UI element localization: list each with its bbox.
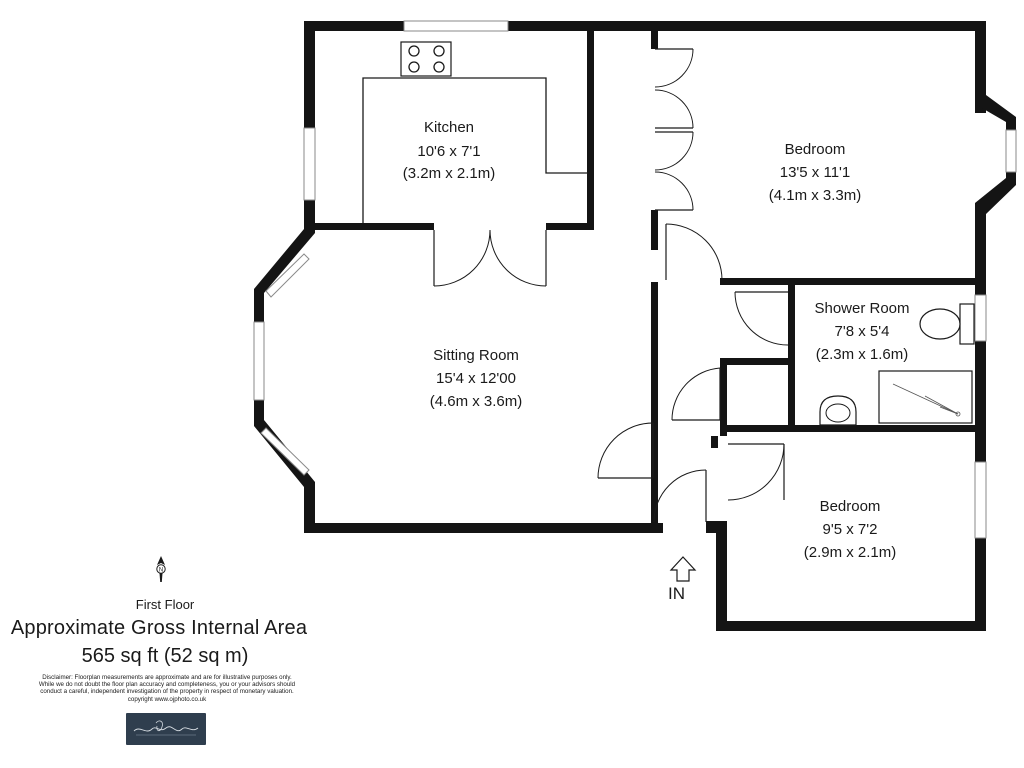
sitting-room-metric: (4.6m x 3.6m) (430, 393, 523, 410)
room-label-bedroom-second: Bedroom 9'5 x 7'2 (2.9m x 2.1m) (804, 498, 897, 561)
entrance-arrow-icon (669, 556, 697, 582)
floor-label: First Floor (135, 597, 195, 612)
sitting-room-imperial: 15'4 x 12'00 (436, 370, 516, 387)
disclaimer-line: conduct a careful, independent investiga… (40, 688, 294, 696)
bathroom-fittings (819, 303, 975, 426)
disclaimer-line: While we do not doubt the floor plan acc… (38, 681, 296, 689)
bedroom-main-name: Bedroom (785, 141, 846, 158)
interior-walls (304, 31, 978, 527)
compass-letter: N (159, 567, 163, 573)
kitchen-imperial: 10'6 x 7'1 (417, 143, 480, 160)
compass-icon: N (156, 556, 166, 582)
room-label-sitting: Sitting Room 15'4 x 12'00 (4.6m x 3.6m) (430, 347, 523, 410)
room-label-bedroom-main: Bedroom 13'5 x 11'1 (4.1m x 3.3m) (769, 141, 862, 204)
bedroom-main-metric: (4.1m x 3.3m) (769, 187, 862, 204)
disclaimer-line: copyright www.ojphoto.co.uk (127, 695, 207, 703)
area-value: 565 sq ft (52 sq m) (81, 645, 249, 667)
bedroom-second-imperial: 9'5 x 7'2 (823, 521, 878, 538)
kitchen-name: Kitchen (424, 119, 474, 136)
shower-tray-icon (878, 370, 973, 424)
disclaimer-line: Disclaimer: Floorplan measurements are a… (42, 674, 292, 681)
shower-room-imperial: 7'8 x 5'4 (835, 323, 890, 340)
room-label-kitchen: Kitchen 10'6 x 7'1 (3.2m x 2.1m) (403, 119, 496, 182)
entrance-label: IN (668, 584, 685, 603)
basin-icon (819, 395, 857, 426)
exterior-walls (254, 21, 1016, 631)
bedroom-main-imperial: 13'5 x 11'1 (780, 164, 851, 181)
shower-room-name: Shower Room (814, 300, 909, 317)
windows (253, 20, 1017, 539)
company-logo (126, 713, 206, 745)
disclaimer: Disclaimer: Floorplan measurements are a… (12, 674, 322, 703)
bedroom-second-metric: (2.9m x 2.1m) (804, 544, 897, 561)
bedroom-second-name: Bedroom (820, 498, 881, 515)
doors (433, 48, 789, 523)
hob-icon (400, 41, 452, 77)
toilet-icon (919, 303, 975, 345)
kitchen-fittings (362, 41, 588, 223)
kitchen-metric: (3.2m x 2.1m) (403, 165, 496, 182)
area-title: Approximate Gross Internal Area (10, 617, 308, 639)
sitting-room-name: Sitting Room (433, 347, 519, 364)
shower-room-metric: (2.3m x 1.6m) (816, 346, 909, 363)
room-label-shower: Shower Room 7'8 x 5'4 (2.3m x 1.6m) (814, 300, 909, 363)
